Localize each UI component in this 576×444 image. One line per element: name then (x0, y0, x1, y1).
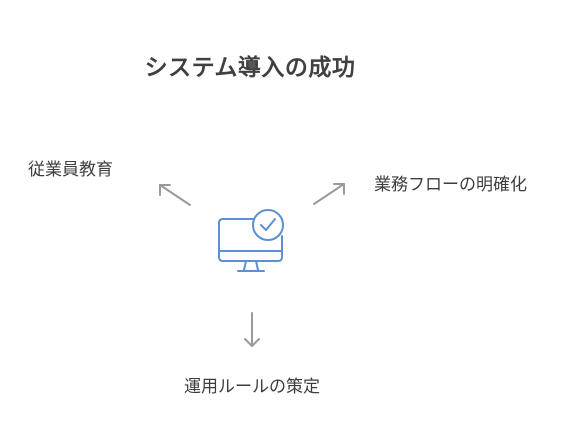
branch-label-right: 業務フローの明確化 (374, 175, 527, 195)
diagram-title: システム導入の成功 (144, 55, 356, 81)
arrow-left (159, 184, 191, 206)
arrow-bottom (244, 312, 260, 347)
arrow-right (313, 183, 345, 205)
computer-check-icon (218, 209, 284, 272)
branch-label-left: 従業員教育 (28, 160, 113, 180)
branch-label-bottom: 運用ルールの策定 (184, 377, 320, 397)
